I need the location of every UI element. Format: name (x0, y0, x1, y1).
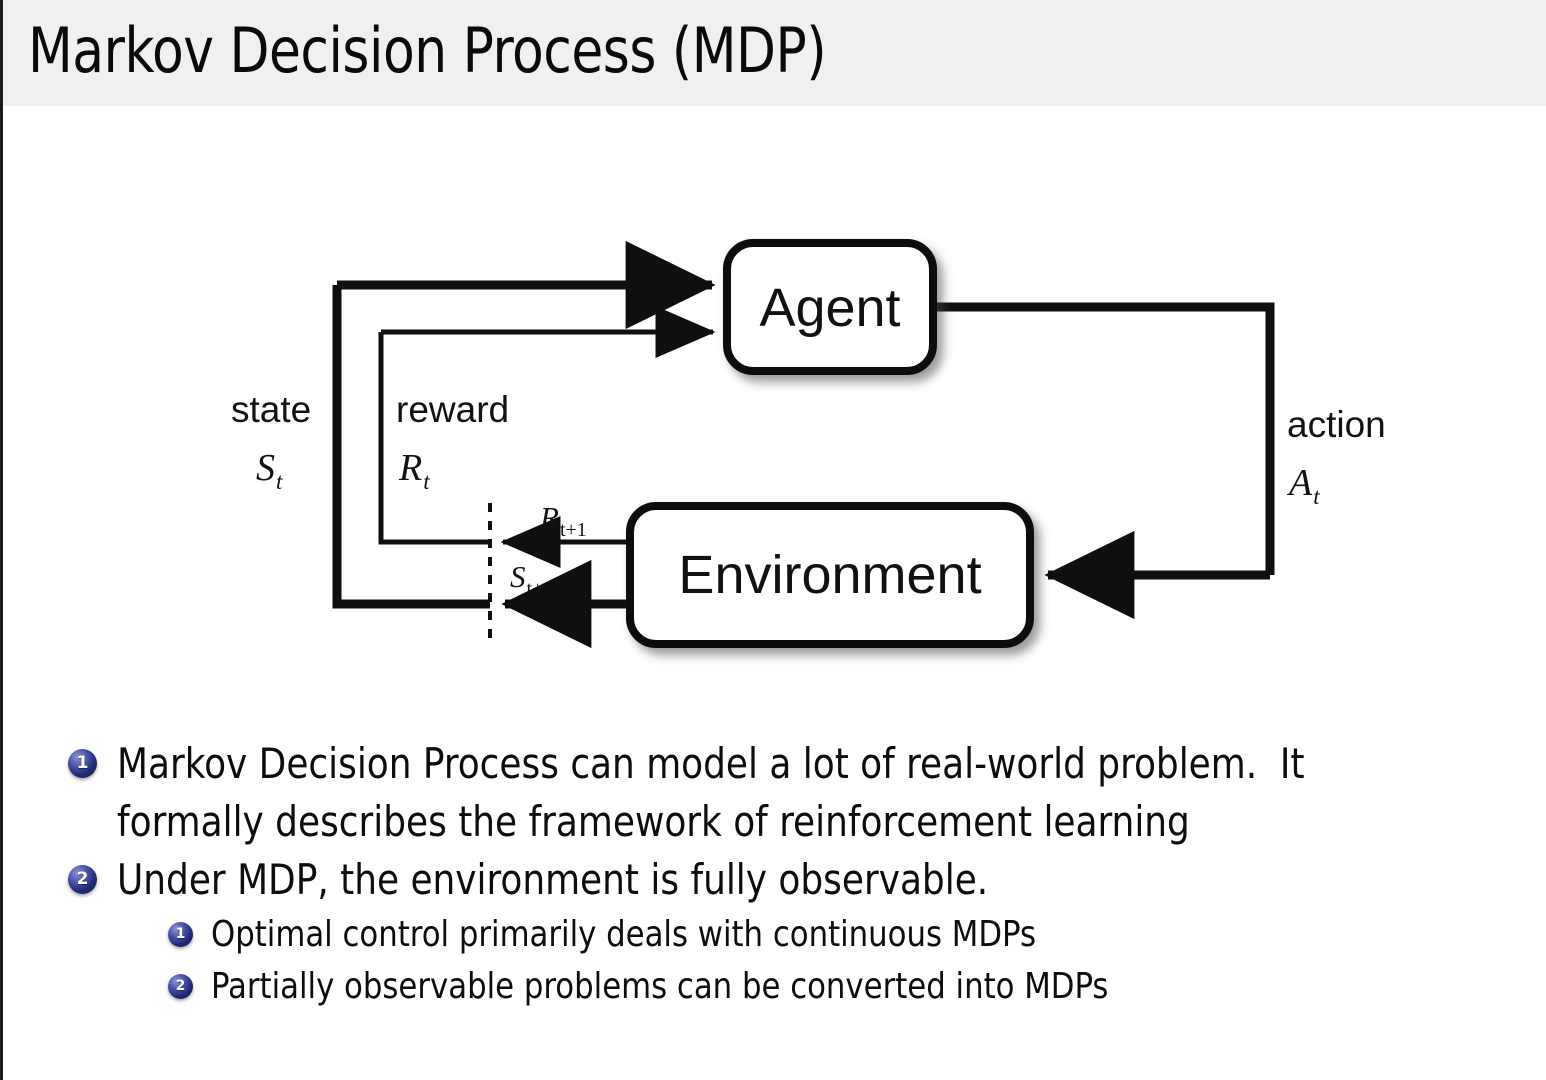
label-reward-next: Rt+1 (539, 500, 587, 541)
bullet-number-ball: 1 (68, 749, 97, 778)
bullet-list: 1 Markov Decision Process can model a lo… (0, 735, 1546, 1013)
sub-list-item-text: Optimal control primarily deals with con… (211, 909, 1036, 961)
label-action-word: action (1287, 404, 1386, 445)
edge-action-loop (933, 302, 1275, 620)
label-reward-word: reward (396, 389, 509, 430)
list-item-text: Markov Decision Process can model a lot … (117, 735, 1305, 851)
list-item: 1 Markov Decision Process can model a lo… (0, 735, 1546, 851)
sub-list-item-line: Partially observable problems can be con… (211, 966, 1109, 1007)
sub-bullet-number-ball: 2 (168, 974, 193, 999)
node-environment-label: Environment (678, 545, 981, 605)
node-environment (626, 502, 1034, 648)
page-title: Markov Decision Process (MDP) (28, 14, 827, 87)
sub-list-item-text: Partially observable problems can be con… (211, 961, 1108, 1013)
sub-list-item: 2 Partially observable problems can be c… (0, 961, 1546, 1013)
sub-bullet-number-ball: 1 (168, 922, 193, 947)
list-item-line: Markov Decision Process can model a lot … (117, 739, 1305, 788)
list-item: 2 Under MDP, the environment is fully ob… (0, 851, 1546, 909)
agent-environment-diagram: Agent Environment state St reward Rt act… (0, 140, 1546, 700)
label-state-word: state (231, 389, 311, 430)
sub-list-item-line: Optimal control primarily deals with con… (211, 914, 1037, 955)
label-reward-symbol: Rt (398, 447, 430, 494)
node-agent-label: Agent (759, 278, 900, 338)
sub-list-item: 1 Optimal control primarily deals with c… (0, 909, 1546, 961)
edge-reward-loop (378, 306, 716, 545)
bullet-number-ball: 2 (68, 865, 97, 894)
label-state-next: St+1 (510, 559, 553, 600)
list-item-line: Under MDP, the environment is fully obse… (117, 855, 989, 904)
list-item-line: formally describes the framework of rein… (117, 797, 1190, 846)
label-action-symbol: At (1286, 462, 1320, 509)
slide-header-bar (3, 0, 1546, 106)
slide-left-border (0, 0, 3, 1080)
node-agent (723, 239, 937, 375)
edge-state-loop (332, 240, 716, 609)
list-item-text: Under MDP, the environment is fully obse… (117, 851, 988, 909)
label-state-symbol: St (256, 447, 283, 494)
